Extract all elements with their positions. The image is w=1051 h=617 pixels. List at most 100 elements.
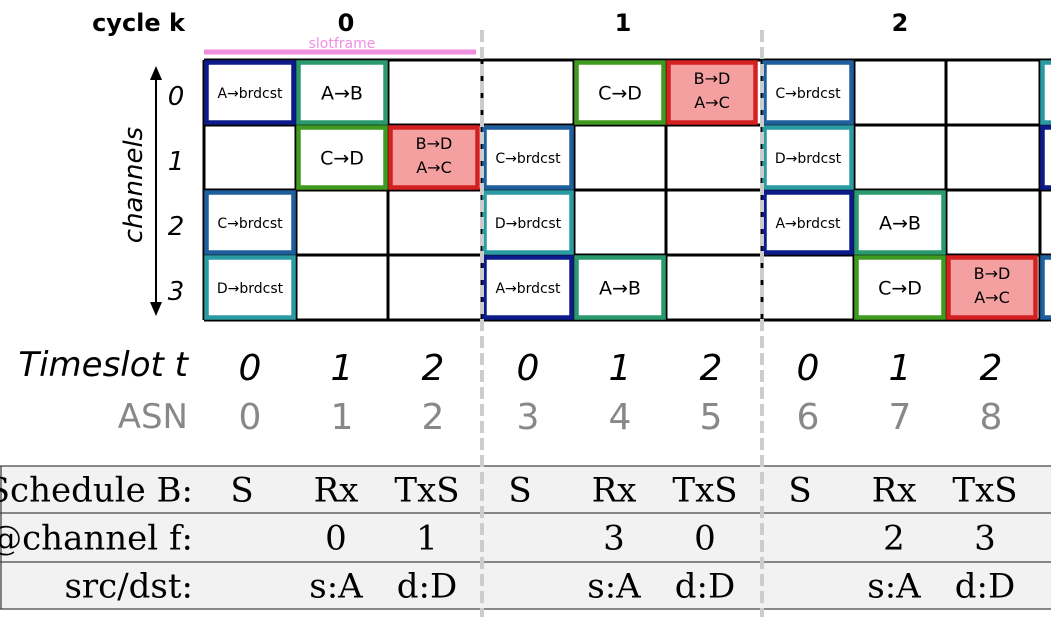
table-cell: s:A bbox=[587, 567, 641, 607]
cell-label: D→brdcst bbox=[775, 151, 842, 167]
channel-number: 3 bbox=[168, 277, 185, 307]
table-cell: d:D bbox=[397, 567, 457, 607]
schedule-cell: B→DA→C bbox=[946, 255, 1038, 320]
cell-box bbox=[204, 190, 296, 255]
cell-label: A→C bbox=[416, 158, 452, 177]
cell-box-partial bbox=[1040, 125, 1051, 190]
cell-label: C→D bbox=[878, 278, 922, 300]
timeslot-value: 2 bbox=[700, 348, 723, 389]
asn-value: 2 bbox=[422, 397, 445, 438]
cell-label: B→D bbox=[694, 69, 731, 88]
asn-value: 1 bbox=[331, 397, 354, 438]
schedule-cell: A→brdcst bbox=[482, 255, 574, 320]
schedule-cell: C→D bbox=[574, 60, 666, 125]
asn-label: ASN bbox=[118, 397, 188, 437]
schedule-cell: C→D bbox=[854, 255, 946, 320]
table-cell: 3 bbox=[974, 519, 996, 559]
cell-box-partial bbox=[1040, 255, 1051, 320]
schedule-cell: C→brdcst bbox=[204, 190, 296, 255]
table-cell: Rx bbox=[314, 471, 359, 511]
timeslot-value: 0 bbox=[517, 348, 540, 389]
axis-arrow-up-icon bbox=[150, 66, 162, 80]
channel-number: 2 bbox=[168, 212, 185, 242]
table-row-label: src/dst: bbox=[64, 567, 193, 607]
cell-box bbox=[388, 125, 480, 190]
table-row-label: Schedule B: bbox=[0, 471, 193, 511]
table-cell: 0 bbox=[325, 519, 347, 559]
table-row-label: @channel f: bbox=[0, 519, 193, 559]
cell-label: A→brdcst bbox=[495, 281, 561, 297]
cell-label: A→B bbox=[321, 83, 363, 105]
channels-label: channels bbox=[119, 127, 149, 243]
cell-box bbox=[574, 60, 666, 125]
table-cell: Rx bbox=[872, 471, 917, 511]
asn-value: 8 bbox=[980, 397, 1003, 438]
table-cell: s:A bbox=[867, 567, 921, 607]
cell-box bbox=[854, 190, 946, 255]
cell-box bbox=[296, 60, 388, 125]
table-cell: S bbox=[230, 471, 253, 511]
asn-value: 0 bbox=[239, 397, 262, 438]
table-cell: TxS bbox=[672, 471, 737, 511]
schedule-cell: D→brdcst bbox=[204, 255, 296, 320]
timeslot-value: 0 bbox=[239, 348, 262, 389]
cell-label: C→brdcst bbox=[217, 216, 283, 232]
asn-value: 6 bbox=[797, 397, 820, 438]
schedule-cell: C→brdcst bbox=[482, 125, 574, 190]
table-cell: d:D bbox=[955, 567, 1015, 607]
cell-label: D→brdcst bbox=[217, 281, 284, 297]
cell-box-partial bbox=[1040, 60, 1051, 125]
cell-box bbox=[204, 60, 296, 125]
table-cell: TxS bbox=[952, 471, 1017, 511]
schedule-cell: C→D bbox=[296, 125, 388, 190]
table-cell: 3 bbox=[603, 519, 625, 559]
table-cell: S bbox=[508, 471, 531, 511]
schedule-cell: D→brdcst bbox=[482, 190, 574, 255]
cell-box bbox=[482, 125, 574, 190]
asn-value: 5 bbox=[700, 397, 723, 438]
cell-label: C→brdcst bbox=[495, 151, 561, 167]
cycle-label: cycle k bbox=[92, 9, 186, 37]
cell-box bbox=[296, 125, 388, 190]
timeslot-value: 1 bbox=[889, 348, 912, 389]
cell-label: C→D bbox=[320, 148, 364, 170]
asn-value: 4 bbox=[609, 397, 632, 438]
schedule-cell: A→brdcst bbox=[204, 60, 296, 125]
cell-label: A→C bbox=[694, 93, 730, 112]
cell-label: C→D bbox=[598, 83, 642, 105]
cell-box bbox=[666, 60, 758, 125]
schedule-cell: A→B bbox=[574, 255, 666, 320]
cell-label: A→B bbox=[599, 278, 641, 300]
cell-label: A→brdcst bbox=[775, 216, 841, 232]
cell-label: B→D bbox=[416, 134, 453, 153]
cell-label: B→D bbox=[974, 264, 1011, 283]
table-cell: TxS bbox=[394, 471, 459, 511]
schedule-cell: A→brdcst bbox=[762, 190, 854, 255]
cell-label: D→brdcst bbox=[495, 216, 562, 232]
cell-label: A→brdcst bbox=[217, 86, 283, 102]
cell-box bbox=[762, 60, 854, 125]
axis-arrow-down-icon bbox=[150, 302, 162, 316]
schedule-cell: A→B bbox=[296, 60, 388, 125]
schedule-cell: B→D A→C bbox=[666, 60, 758, 125]
cell-box bbox=[482, 255, 574, 320]
timeslot-value: 1 bbox=[609, 348, 632, 389]
schedule-cell: B→D A→C bbox=[388, 125, 480, 190]
timeslot-value: 2 bbox=[422, 348, 445, 389]
table-background bbox=[0, 466, 1051, 609]
table-cell: s:A bbox=[309, 567, 363, 607]
cell-box bbox=[854, 255, 946, 320]
asn-value: 7 bbox=[889, 397, 912, 438]
cell-label: A→B bbox=[879, 213, 921, 235]
